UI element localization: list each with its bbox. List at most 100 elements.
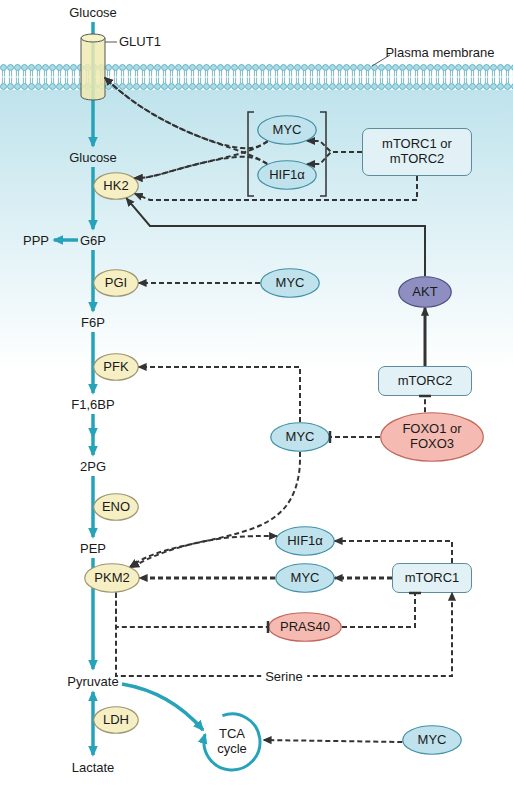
ellipse-outline — [94, 173, 139, 200]
enzyme-ellipse: HK2 — [93, 172, 139, 200]
ellipse-outline — [399, 277, 452, 308]
activation-connector — [116, 593, 452, 676]
metabolite-label: F1,6BP — [71, 397, 114, 412]
activation-connector — [335, 577, 392, 580]
group-bracket — [248, 112, 254, 196]
metabolite-label: F6P — [81, 315, 105, 330]
complex-box: mTORC2 — [378, 366, 472, 396]
cycle-arrow — [204, 714, 260, 770]
ellipse-outline — [94, 707, 139, 734]
ellipse-outline — [261, 269, 320, 298]
inhibition-connector — [116, 593, 268, 627]
metabolite-label: PEP — [80, 541, 106, 556]
enzyme-ellipse: LDH — [93, 706, 139, 734]
metabolite-label: Plasma membrane — [385, 45, 494, 60]
pathway-arrow — [91, 332, 95, 393]
enzyme-ellipse: PFK — [93, 353, 139, 381]
activation-connector — [132, 536, 277, 567]
activation-connector — [130, 452, 300, 567]
metabolite-label: G6P — [80, 233, 106, 248]
activation-connector — [135, 176, 417, 200]
complex-box: mTORC1 — [392, 563, 472, 593]
regulator-ellipse: HIF1α — [275, 526, 335, 556]
node-label: MYC — [286, 430, 315, 445]
node-label: PKM2 — [94, 571, 129, 586]
regulator-ellipse: MYC — [402, 725, 462, 755]
node-label: TCA cycle — [210, 727, 254, 757]
activation-connector — [335, 541, 452, 563]
inhibition-connector — [330, 436, 380, 438]
glycolysis-pathway — [54, 22, 203, 755]
ellipse-outline — [85, 564, 140, 593]
node-label: GLUT1 — [119, 35, 161, 50]
regulator-ellipse: MYC — [260, 268, 320, 298]
regulator-ellipse: MYC — [257, 115, 317, 145]
activation-connector — [135, 141, 268, 178]
cytoplasm-fill — [0, 90, 513, 791]
node-label: mTORC2 — [398, 374, 453, 389]
activation-connector — [264, 740, 402, 742]
connector-label: Serine — [261, 669, 307, 684]
node-label: MYC — [276, 276, 305, 291]
regulator-ellipse: HIF1α — [257, 160, 317, 190]
activation-connector — [127, 198, 425, 276]
ellipse-outline — [258, 116, 317, 145]
metabolite-label: PPP — [23, 233, 49, 248]
ellipse-outline — [94, 494, 139, 521]
node-label: MYC — [273, 123, 302, 138]
activation-connector — [424, 308, 427, 366]
lipid-bilayer — [0, 64, 513, 90]
inhibitor-ellipse: FOXO1 or FOXO3 — [380, 412, 484, 462]
inhibition-connector — [424, 396, 426, 412]
ellipse-outline — [258, 161, 317, 190]
enzyme-ellipse: PKM2 — [84, 563, 140, 593]
activation-connector — [105, 78, 268, 148]
ellipse-outline — [276, 564, 335, 593]
activation-connector — [140, 577, 275, 580]
ellipse-outline — [276, 527, 335, 556]
activation-connector — [139, 282, 260, 284]
node-label: AKT — [412, 285, 437, 300]
cylinder-outline — [81, 34, 105, 100]
metabolite-label: Lactate — [72, 760, 115, 775]
cylinder-outline — [81, 38, 105, 100]
ellipse-outline — [269, 613, 342, 642]
node-label: PRAS40 — [280, 620, 330, 635]
node-label: MYC — [291, 571, 320, 586]
node-label: HIF1α — [269, 168, 305, 183]
inhibitor-ellipse: PRAS40 — [268, 612, 342, 642]
leader-line — [105, 42, 117, 43]
cylinder-outline — [81, 34, 105, 42]
ellipse-outline — [403, 726, 462, 755]
pathway-arrow — [91, 167, 95, 229]
complex-box: mTORC1 or mTORC2 — [362, 128, 472, 176]
node-label: ENO — [102, 500, 130, 515]
pathway-arrow — [54, 238, 78, 242]
ellipse-outline — [381, 413, 484, 462]
metabolite-label: 2PG — [80, 459, 106, 474]
metabolite-label: Glucose — [69, 5, 117, 20]
node-label: mTORC1 — [405, 571, 460, 586]
activation-connector — [307, 152, 362, 164]
regulator-ellipse: MYC — [275, 563, 335, 593]
node-label: HIF1α — [287, 534, 323, 549]
enzyme-ellipse: ENO — [93, 493, 139, 521]
ellipse-outline — [271, 423, 330, 452]
node-label: LDH — [103, 713, 129, 728]
pathway-arrow — [91, 414, 95, 437]
ellipse-outline — [94, 270, 139, 297]
activation-connector — [139, 367, 300, 422]
node-label: FOXO1 or FOXO3 — [396, 422, 468, 452]
kinase-ellipse: AKT — [398, 276, 452, 308]
transporter-cylinder: GLUT1 — [81, 34, 105, 100]
metabolite-label: Pyruvate — [67, 674, 118, 689]
metabolite-label: Glucose — [69, 150, 117, 165]
node-label: PGI — [105, 276, 127, 291]
enzyme-ellipse: PGI — [93, 269, 139, 297]
activation-connector — [135, 157, 267, 178]
ellipse-outline — [94, 354, 139, 381]
